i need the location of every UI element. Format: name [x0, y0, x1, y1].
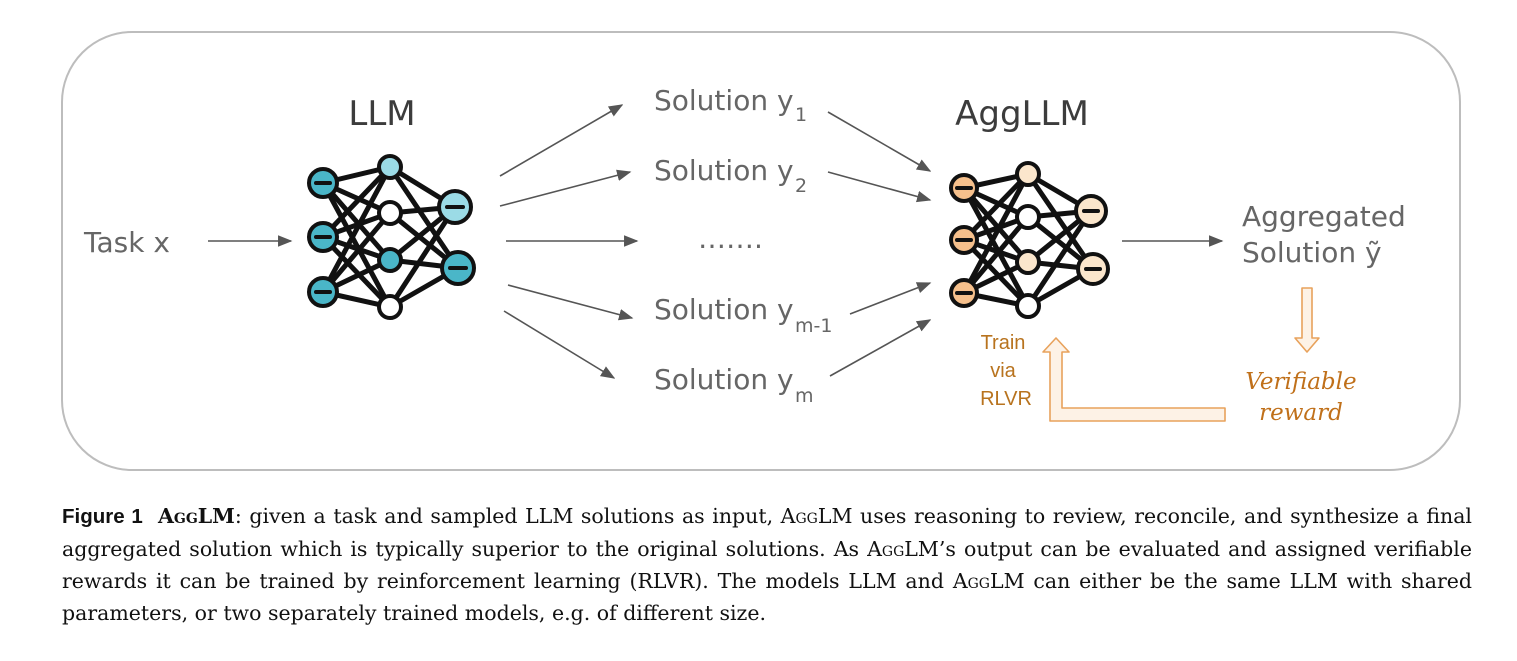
svg-text:m: m — [795, 385, 814, 407]
svg-text:Aggregated: Aggregated — [1242, 200, 1406, 233]
aggllm-network-icon — [949, 161, 1110, 319]
svg-text:1: 1 — [795, 104, 807, 126]
task-label: Task x — [83, 226, 170, 259]
caption-text-4: can either be the same LLM with shared p… — [62, 569, 1473, 625]
caption-method-name-4: AggLM — [952, 569, 1025, 593]
svg-text:m-1: m-1 — [795, 315, 832, 337]
caption-method-name: AggLM — [157, 504, 235, 528]
svg-text:Solution ỹ: Solution ỹ — [1242, 236, 1382, 269]
figure-label: Figure 1 — [62, 505, 143, 528]
solution-ym-1: Solution y m-1 — [654, 293, 832, 337]
svg-text:RLVR: RLVR — [980, 388, 1032, 410]
svg-text:Solution y: Solution y — [654, 84, 794, 117]
aggllm-title: AggLLM — [955, 94, 1089, 134]
llm-network-icon — [307, 154, 476, 320]
caption-text-1: : given a task and sampled LLM solutions… — [234, 504, 781, 528]
svg-text:Solution y: Solution y — [654, 154, 794, 187]
caption-method-name-2: AggLM — [780, 504, 853, 528]
caption-method-name-3: AggLM — [867, 537, 939, 561]
fanout-arrow-5 — [503, 310, 616, 379]
solution-ym: Solution y m — [654, 363, 814, 407]
fanout-arrow-4 — [507, 284, 634, 321]
converge-arrow-3 — [849, 282, 932, 315]
converge-arrow-1 — [827, 111, 932, 172]
solution-y1: Solution y 1 — [654, 84, 807, 126]
svg-text:reward: reward — [1259, 400, 1343, 426]
reward-down-arrow — [1294, 287, 1320, 353]
converge-arrow-2 — [827, 171, 932, 203]
svg-text:Train: Train — [981, 332, 1026, 354]
aggllm-diagram: LLM AggLLM Task x — [61, 31, 1461, 471]
feedback-arrow — [1042, 337, 1226, 422]
svg-text:Verifiable: Verifiable — [1245, 369, 1356, 395]
svg-text:Solution y: Solution y — [654, 293, 794, 326]
diagram-frame — [61, 31, 1461, 471]
fanout-arrow-2 — [499, 169, 632, 207]
train-via-rlvr-label: Train via RLVR — [980, 332, 1032, 410]
caption-text-2: uses reasoning to review, reconcile, and… — [62, 504, 1472, 561]
figure-caption: Figure 1 AggLM: given a task and sampled… — [62, 500, 1472, 629]
svg-text:2: 2 — [795, 175, 807, 197]
converge-arrow-4 — [829, 319, 932, 377]
aggregated-solution: Aggregated Solution ỹ — [1242, 200, 1406, 269]
llm-title: LLM — [348, 94, 415, 134]
fanout-arrow-1 — [499, 104, 624, 177]
svg-text:Solution y: Solution y — [654, 363, 794, 396]
caption-text-3: ’s output can be evaluated and assigned … — [62, 537, 1472, 593]
svg-text:via: via — [990, 360, 1016, 382]
solution-y2: Solution y 2 — [654, 154, 807, 197]
solutions-ellipsis: ……. — [698, 222, 763, 255]
verifiable-reward: Verifiable reward — [1245, 369, 1356, 426]
